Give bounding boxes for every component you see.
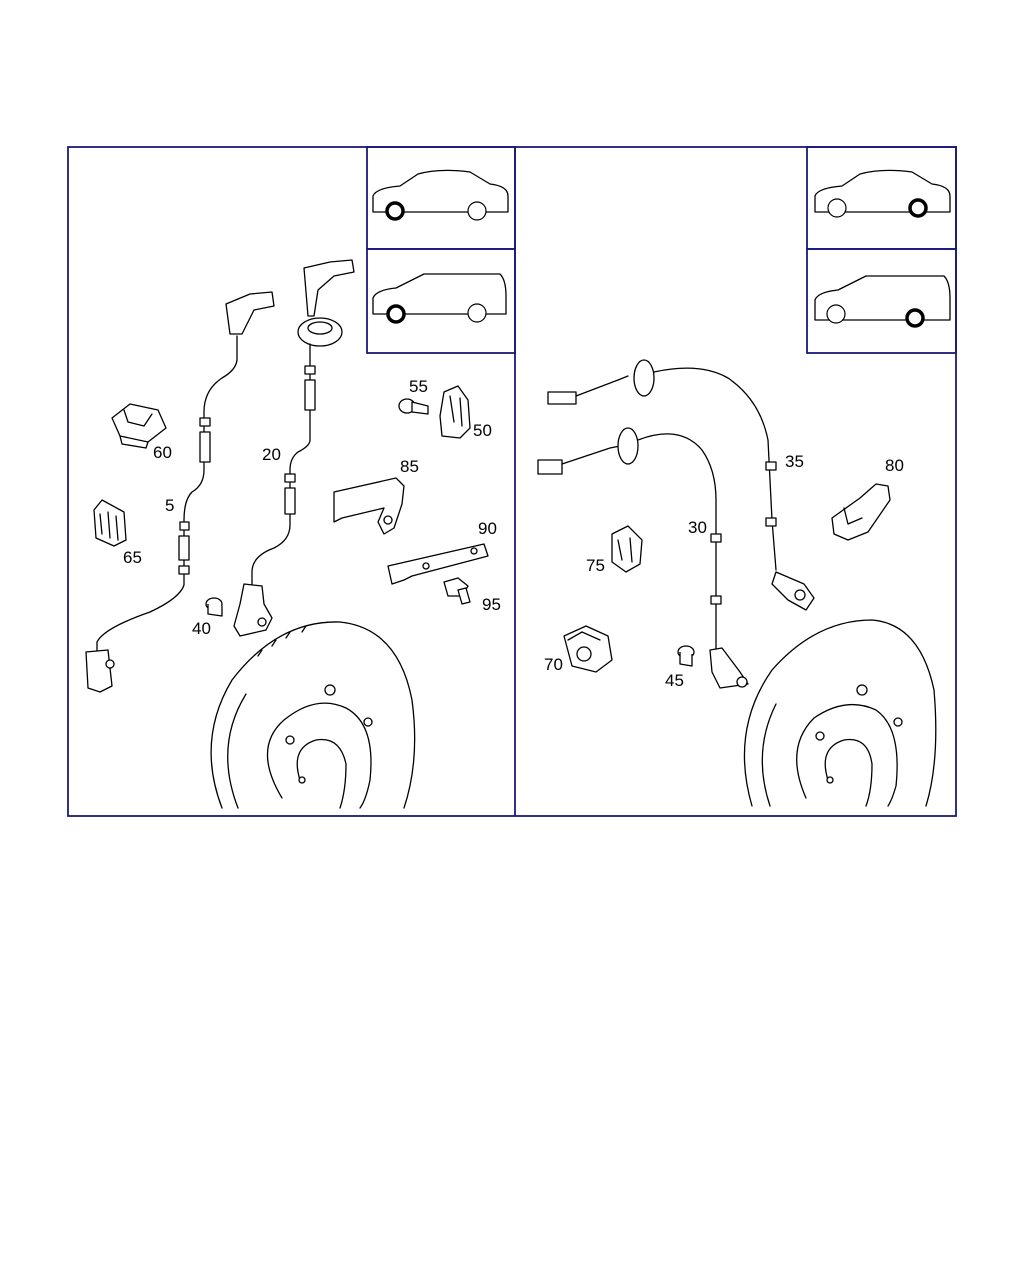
callout-90: 90	[478, 519, 497, 538]
callout-60: 60	[153, 443, 172, 462]
sensor-cable-20	[233, 259, 355, 637]
clip-65	[93, 499, 127, 547]
sedan-front-wheel-icon	[372, 169, 509, 221]
grommet-70	[563, 625, 613, 673]
callout-50: 50	[473, 421, 492, 440]
clip-75	[611, 525, 643, 573]
sedan-rear-wheel-icon	[814, 169, 951, 218]
callout-95: 95	[482, 595, 501, 614]
clip-60	[111, 403, 167, 449]
callout-55: 55	[409, 377, 428, 396]
bolt-95	[443, 577, 471, 605]
callout-5: 5	[165, 496, 174, 515]
bracket-85	[333, 477, 405, 535]
bolt-40	[205, 597, 223, 617]
sensor-cable-5	[85, 291, 275, 693]
callouts: 60 65 5 20 55 50 85 90 95 40 35 80 30 75…	[123, 377, 904, 690]
callout-20: 20	[262, 445, 281, 464]
callout-85: 85	[400, 457, 419, 476]
callout-70: 70	[544, 655, 563, 674]
callout-80: 80	[885, 456, 904, 475]
callout-45: 45	[665, 671, 684, 690]
left-vehicle-icons	[366, 146, 516, 354]
brake-disc-left	[210, 621, 416, 809]
sensor-cable-30	[537, 427, 749, 689]
right-vehicle-icons	[806, 146, 957, 354]
sensor-cable-35	[547, 359, 815, 611]
estate-rear-wheel-icon	[814, 275, 951, 328]
brake-disc-right	[743, 619, 937, 807]
callout-35: 35	[785, 452, 804, 471]
bracket-90	[387, 543, 489, 585]
callout-65: 65	[123, 548, 142, 567]
callout-30: 30	[688, 518, 707, 537]
bolt-55	[398, 398, 429, 415]
callout-75: 75	[586, 556, 605, 575]
bolt-45	[677, 645, 695, 667]
callout-40: 40	[192, 619, 211, 638]
estate-front-wheel-icon	[372, 273, 507, 324]
bracket-80	[831, 483, 891, 541]
clip-50	[439, 385, 471, 439]
